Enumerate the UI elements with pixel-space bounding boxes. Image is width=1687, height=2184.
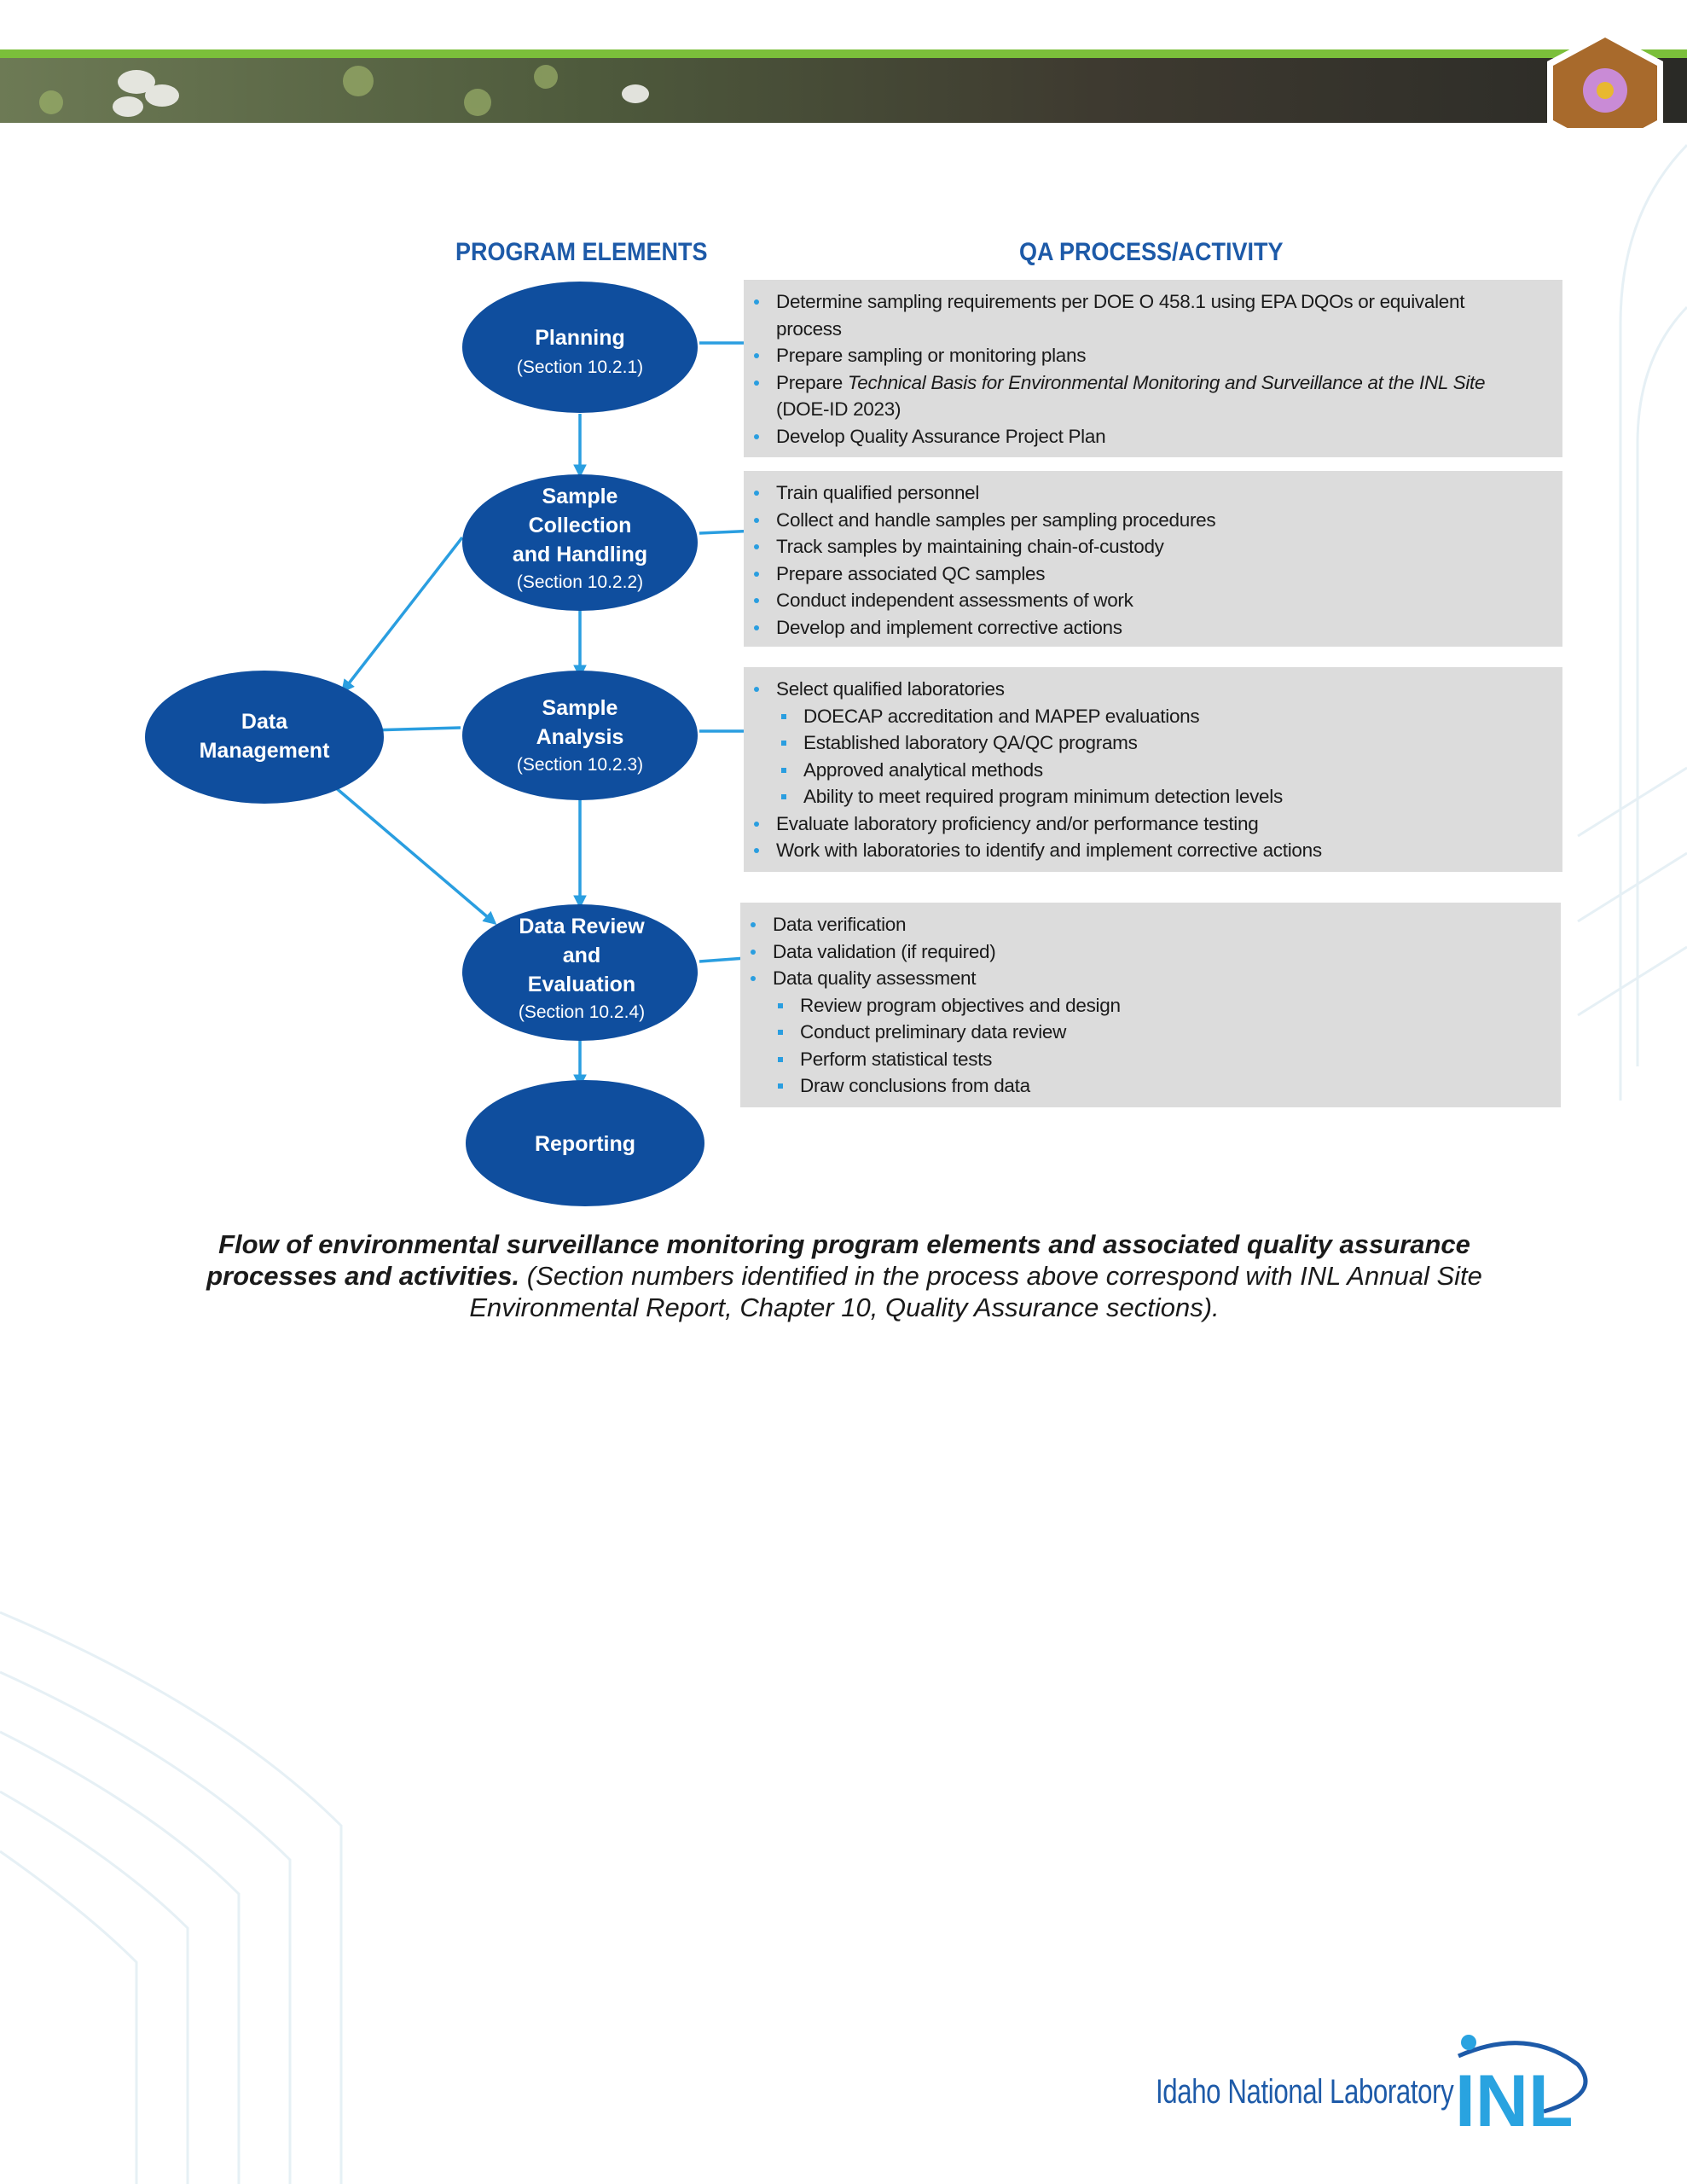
sub-list-item: Conduct preliminary data review: [773, 1019, 1545, 1046]
reporting-node: [466, 1080, 704, 1206]
data-review-title-2: and: [563, 944, 600, 967]
data-management-node: [145, 671, 384, 804]
arrow-data-management-to-review: [333, 785, 497, 926]
sub-list-item: Perform statistical tests: [773, 1046, 1545, 1073]
flower-hexagon-icon: [1547, 31, 1663, 128]
logo-mark: INL: [1455, 2060, 1574, 2133]
arrow-analysis-to-data-management: [367, 723, 461, 737]
sub-list-item: Approved analytical methods: [776, 757, 1547, 784]
list-item: Collect and handle samples per sampling …: [754, 507, 1547, 534]
document-title: Technical Basis for Environmental Monito…: [847, 371, 1486, 393]
sample-analysis-title-1: Sample: [542, 696, 618, 720]
review-activities-panel: Data verification Data validation (if re…: [740, 903, 1561, 1107]
sample-collection-title-1: Sample: [542, 485, 618, 508]
collection-activities-panel: Train qualified personnel Collect and ha…: [744, 471, 1562, 647]
list-item: Select qualified laboratories: [754, 676, 1547, 703]
list-item: Data validation (if required): [751, 938, 1545, 966]
data-review-section: (Section 10.2.4): [519, 1002, 645, 1022]
sample-collection-title-2: Collection: [529, 514, 632, 537]
data-management-title-2: Management: [200, 739, 330, 763]
sample-collection-title-3: and Handling: [513, 543, 647, 566]
caption-bold: Flow of environmental surveillance monit…: [206, 1229, 1470, 1291]
sample-collection-node: [462, 474, 698, 611]
sub-list-item: Draw conclusions from data: [773, 1072, 1545, 1100]
list-item: Prepare Technical Basis for Environmenta…: [754, 369, 1547, 397]
sub-list-item: Established laboratory QA/QC programs: [776, 729, 1547, 757]
inl-logo-icon: INL: [1455, 2035, 1588, 2133]
list-item: Conduct independent assessments of work: [754, 587, 1547, 614]
list-item: Evaluate laboratory proficiency and/or p…: [754, 810, 1547, 838]
logo-text: Idaho National Laboratory: [1156, 2073, 1454, 2111]
sub-list-item: DOECAP accreditation and MAPEP evaluatio…: [776, 703, 1547, 730]
sample-analysis-title-2: Analysis: [536, 725, 624, 749]
data-review-title-3: Evaluation: [528, 973, 635, 996]
list-item: Develop Quality Assurance Project Plan: [754, 423, 1547, 450]
sample-collection-section: (Section 10.2.2): [517, 572, 643, 592]
sample-analysis-section: (Section 10.2.3): [517, 755, 643, 775]
list-item: Data quality assessment: [751, 965, 1545, 992]
flow-diagram: Planning (Section 10.2.1) Sample Collect…: [145, 282, 761, 1206]
sub-list-item: Ability to meet required program minimum…: [776, 783, 1547, 810]
list-item: Develop and implement corrective actions: [754, 614, 1547, 642]
reporting-title: Reporting: [535, 1132, 635, 1156]
data-review-node: [462, 904, 698, 1041]
qa-process-heading: QA PROCESS/ACTIVITY: [1019, 238, 1284, 266]
list-item-continuation: (DOE-ID 2023): [776, 398, 901, 420]
arrow-collection-to-data-management: [341, 536, 464, 694]
planning-title: Planning: [535, 326, 625, 350]
list-item: Data verification: [751, 911, 1545, 938]
list-item: Train qualified personnel: [754, 479, 1547, 507]
sub-list-item: Review program objectives and design: [773, 992, 1545, 1019]
list-item: Prepare associated QC samples: [754, 561, 1547, 588]
header-banner: [0, 31, 1687, 128]
list-item: Determine sampling requirements per DOE …: [754, 288, 1547, 316]
analysis-activities-panel: Select qualified laboratories DOECAP acc…: [744, 667, 1562, 872]
program-elements-heading: PROGRAM ELEMENTS: [455, 238, 708, 266]
sample-analysis-node: [462, 671, 698, 800]
data-management-title-1: Data: [241, 710, 288, 734]
list-item: Work with laboratories to identify and i…: [754, 837, 1547, 864]
planning-node: [462, 282, 698, 413]
list-item: Track samples by maintaining chain-of-cu…: [754, 533, 1547, 561]
list-item-continuation: process: [776, 317, 842, 340]
caption-italic: (Section numbers identified in the proce…: [469, 1261, 1482, 1322]
list-item-text: Prepare: [776, 371, 843, 393]
planning-activities-panel: Determine sampling requirements per DOE …: [744, 280, 1562, 457]
list-item: Prepare sampling or monitoring plans: [754, 342, 1547, 369]
data-review-title-1: Data Review: [519, 915, 645, 938]
figure-caption: Flow of environmental surveillance monit…: [154, 1228, 1535, 1323]
planning-section: (Section 10.2.1): [517, 357, 643, 377]
